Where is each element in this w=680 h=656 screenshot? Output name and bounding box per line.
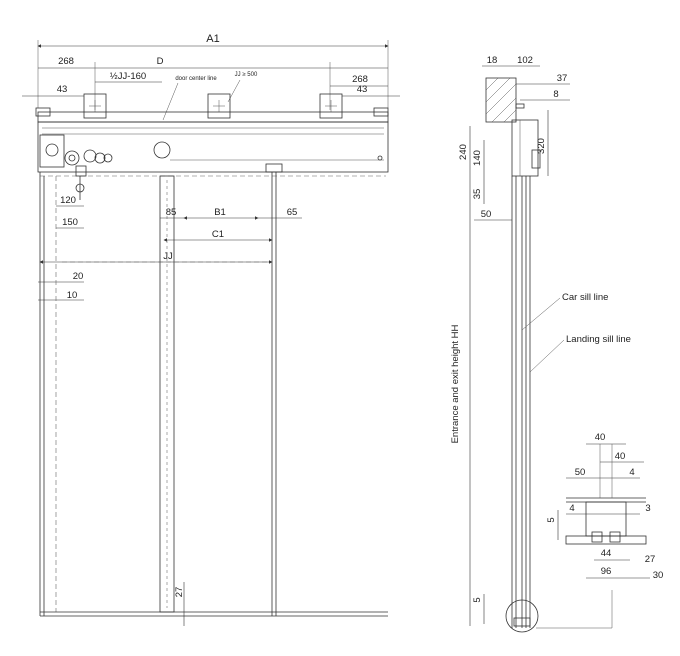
detail-30: 30 <box>653 570 664 581</box>
dim-8: 8 <box>553 89 558 100</box>
dim-18: 18 <box>487 55 498 66</box>
detail-4a: 4 <box>569 503 574 514</box>
detail-4b: 4 <box>629 467 634 478</box>
front-view: A1 268 D 268 43 43 ½JJ-160 door center l… <box>22 33 400 626</box>
dim-140: 140 <box>472 150 483 166</box>
detail-50: 50 <box>575 467 586 478</box>
detail-27: 27 <box>645 554 656 565</box>
dim-B1: B1 <box>214 207 226 218</box>
dim-27-front: 27 <box>174 587 185 598</box>
landing-sill-label: Landing sill line <box>566 334 631 345</box>
detail-40b: 40 <box>615 451 626 462</box>
dim-37: 37 <box>557 73 568 84</box>
dim-35: 35 <box>472 189 483 200</box>
dim-D: D <box>157 56 164 67</box>
car-sill-label: Car sill line <box>562 292 608 303</box>
dim-65: 65 <box>287 207 298 218</box>
side-view: 18 102 37 8 320 240 140 35 50 <box>450 55 631 633</box>
dim-102: 102 <box>517 55 533 66</box>
operator-mechanism <box>39 134 113 200</box>
dim-JJ: JJ <box>163 251 173 262</box>
dim-150: 150 <box>62 217 78 228</box>
dim-20: 20 <box>73 271 84 282</box>
sill-detail: 40 40 50 4 4 3 5 44 27 96 30 <box>546 432 663 581</box>
dim-A1: A1 <box>206 33 219 45</box>
dim-268-left: 268 <box>58 56 74 67</box>
hh-label: Entrance and exit height HH <box>450 324 461 443</box>
detail-40a: 40 <box>595 432 606 443</box>
dim-C1: C1 <box>212 229 224 240</box>
dim-5-side: 5 <box>472 597 483 602</box>
dim-10: 10 <box>67 290 78 301</box>
dim-85: 85 <box>166 207 177 218</box>
detail-96: 96 <box>601 566 612 577</box>
detail-3: 3 <box>645 503 650 514</box>
detail-5: 5 <box>546 517 557 522</box>
door-center-label: door center line <box>175 76 217 82</box>
dim-240: 240 <box>458 144 469 160</box>
dim-50-side: 50 <box>481 209 492 220</box>
dim-half-jj: ½JJ-160 <box>110 71 146 82</box>
dim-320: 320 <box>536 138 547 154</box>
detail-44: 44 <box>601 548 612 559</box>
dim-120: 120 <box>60 195 76 206</box>
dim-43-right: 43 <box>357 84 368 95</box>
jj500-label: JJ ≥ 500 <box>235 72 258 78</box>
dim-43-left: 43 <box>57 84 68 95</box>
dim-268-right: 268 <box>352 74 368 85</box>
